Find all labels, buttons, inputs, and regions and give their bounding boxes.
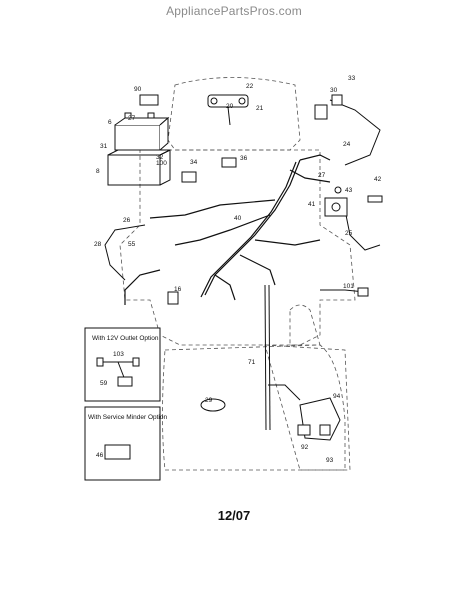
label-30: 30 — [330, 87, 338, 94]
label-71: 71 — [248, 359, 256, 366]
label-22: 22 — [246, 83, 254, 90]
label-28: 28 — [94, 241, 102, 248]
wire-28 — [104, 224, 146, 281]
connector-101 — [357, 287, 369, 297]
tractor-outline — [119, 77, 356, 471]
box-12v-outlet — [84, 327, 161, 402]
label-32: 32 — [156, 154, 164, 161]
connector-34 — [181, 171, 197, 183]
label-93: 93 — [326, 457, 334, 464]
box-service-minder — [84, 406, 161, 481]
label-41: 41 — [308, 201, 316, 208]
label-92: 92 — [301, 444, 309, 451]
label-27: 27 — [128, 115, 136, 122]
label-24: 24 — [343, 141, 351, 148]
main-harness — [124, 154, 331, 305]
label-55: 55 — [128, 241, 136, 248]
label-100: 100 — [156, 160, 167, 167]
label-16: 16 — [174, 286, 182, 293]
label-36: 36 — [240, 155, 248, 162]
wire-24 — [329, 99, 381, 166]
label-8: 8 — [96, 168, 100, 175]
label-26: 26 — [123, 217, 131, 224]
label-94: 94 — [333, 393, 341, 400]
nut-43 — [334, 186, 342, 194]
fuse-42 — [367, 195, 383, 203]
label-21: 21 — [256, 105, 264, 112]
battery-tray-8 — [107, 149, 171, 186]
label-6: 6 — [108, 119, 112, 126]
label-90: 90 — [134, 86, 142, 93]
battery-6 — [114, 112, 170, 151]
label-33: 33 — [348, 75, 356, 82]
label-27b: 27 — [318, 172, 326, 179]
part-29 — [200, 398, 226, 412]
label-43: 43 — [345, 187, 353, 194]
watermark: AppliancePartsPros.com — [166, 4, 302, 18]
wire-25 — [344, 209, 381, 251]
solenoid-41 — [324, 197, 348, 217]
switch-30 — [314, 94, 343, 120]
pto-assembly-94 — [297, 397, 341, 441]
relay-36 — [221, 157, 237, 168]
revision-date: 12/07 — [217, 508, 251, 523]
label-29: 29 — [205, 397, 213, 404]
label-42: 42 — [374, 176, 382, 183]
label-40: 40 — [234, 215, 242, 222]
switch-16 — [167, 291, 179, 305]
label-31: 31 — [100, 143, 108, 150]
label-103: 103 — [113, 351, 124, 358]
service-minder-option-title: With Service Minder Option — [88, 414, 167, 421]
bracket-90 — [139, 94, 159, 106]
label-46: 46 — [96, 452, 104, 459]
label-34: 34 — [190, 159, 198, 166]
label-20: 20 — [226, 103, 234, 110]
label-101: 101 — [343, 283, 354, 290]
label-25: 25 — [345, 230, 353, 237]
label-59: 59 — [100, 380, 108, 387]
switch-assembly-22 — [207, 94, 249, 126]
outlet-option-title: With 12V Outlet Option — [92, 335, 159, 342]
part-callouts: 90 22 20 21 33 30 27 6 31 32 100 8 36 34… — [94, 75, 382, 464]
harness-71 — [264, 284, 301, 431]
